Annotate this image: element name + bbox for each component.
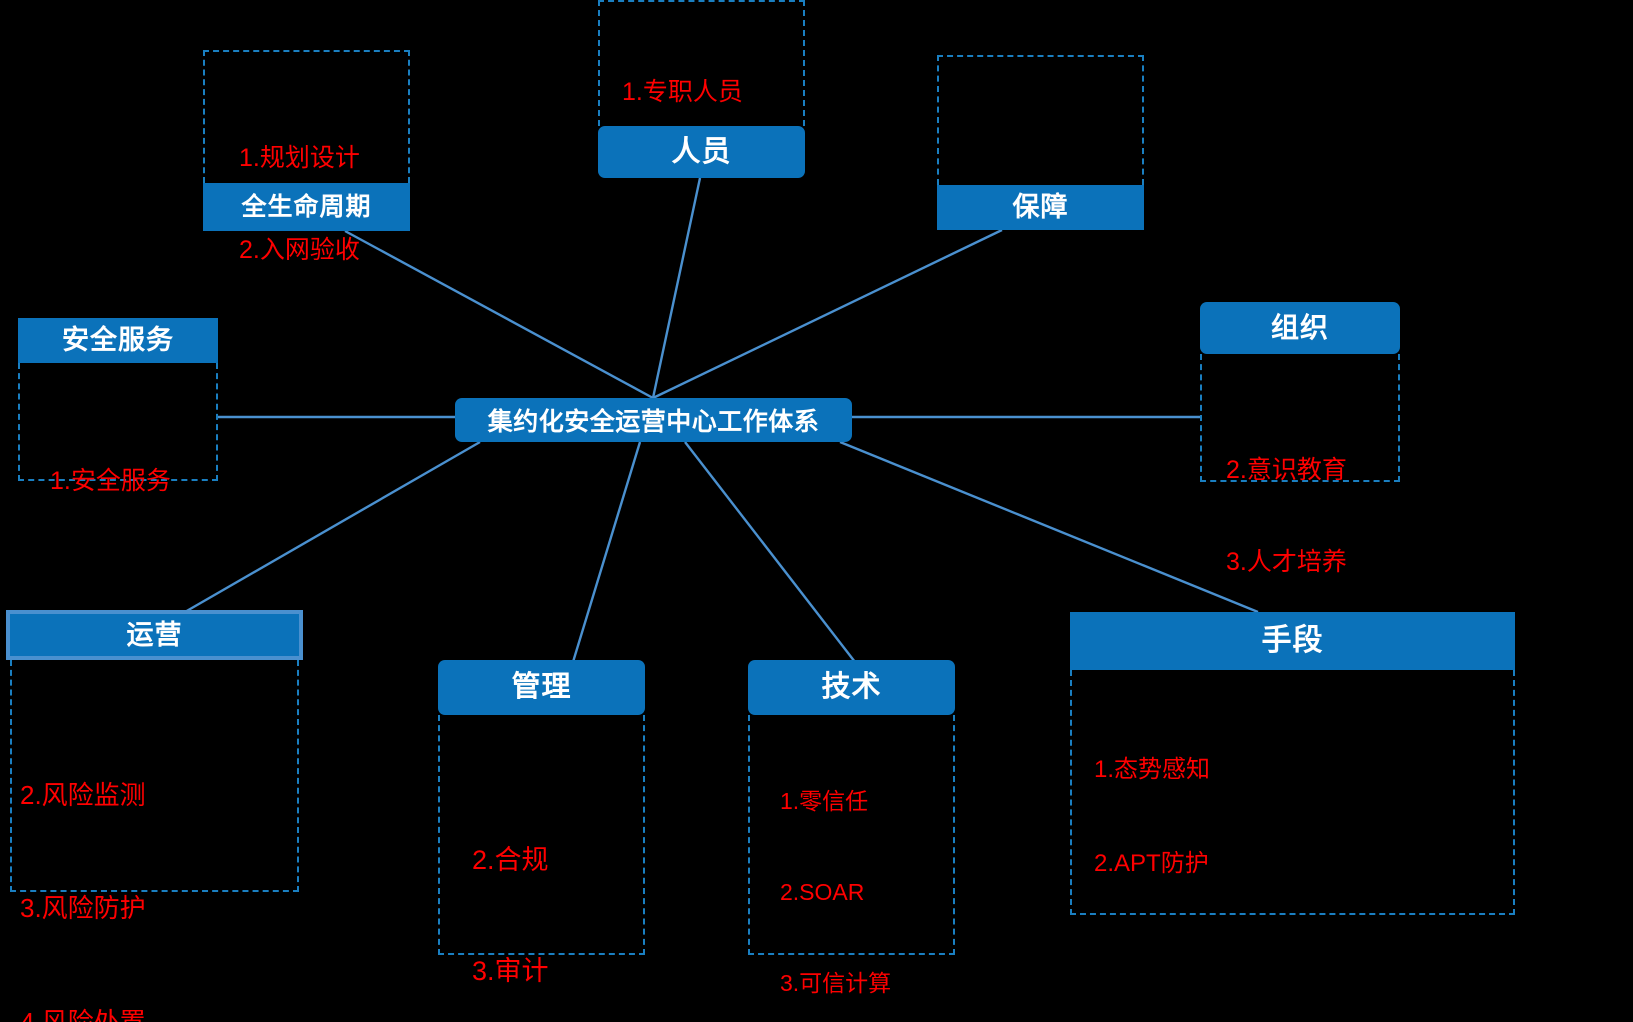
node-means-items: 1.态势感知 2.APT防护 4.数据管控 5.集中化4A — [1094, 692, 1215, 1022]
link-center-means — [839, 440, 1259, 614]
node-means-body: 1.态势感知 2.APT防护 4.数据管控 5.集中化4A — [1070, 670, 1515, 915]
list-item-blank — [1094, 942, 1215, 973]
list-item: 4.风险处置 — [20, 1006, 146, 1022]
node-lifecycle-items: 1.规划设计 2.入网验收 — [239, 82, 360, 326]
node-management-title[interactable]: 管理 — [438, 660, 645, 715]
node-support-body: 2.云化设施 — [937, 55, 1144, 219]
node-organization-body: 2.意识教育 3.人才培养 — [1200, 354, 1400, 576]
node-technology-body: 1.零信任 2.SOAR 3.可信计算 4.数据安全治理 5.区块链 6.EDR… — [748, 715, 955, 996]
node-security-service-title[interactable]: 安全服务 — [18, 318, 218, 363]
list-item: 2.入网验收 — [239, 235, 360, 264]
node-security-service-items: 1.安全服务 — [50, 405, 171, 558]
center-node[interactable]: 集约化安全运营中心工作体系 — [455, 398, 852, 442]
node-means-title[interactable]: 手段 — [1070, 612, 1515, 670]
list-item: 2.APT防护 — [1094, 849, 1209, 877]
node-security-service-body: 1.安全服务 — [18, 363, 218, 495]
node-lifecycle-title[interactable]: 全生命周期 — [203, 183, 410, 231]
list-item: 2.SOAR — [780, 878, 865, 905]
list-item: 1.专职人员 — [622, 78, 743, 106]
list-item: 3.可信计算 — [780, 969, 892, 996]
list-item: 2.意识教育 — [1226, 456, 1347, 484]
node-technology-title[interactable]: 技术 — [748, 660, 955, 715]
node-lifecycle-body: 1.规划设计 2.入网验收 — [203, 50, 410, 264]
node-management-body: 2.合规 3.审计 4.评估 — [438, 715, 645, 986]
node-operations-title[interactable]: 运营 — [6, 610, 303, 660]
node-operations-body: 2.风险监测 3.风险防护 4.风险处置 5.应急响应 6.威胁情报 12.研运… — [10, 660, 299, 1022]
node-organization-items: 2.意识教育 3.人才培养 — [1226, 394, 1347, 638]
list-item: 3.人才培养 — [1226, 547, 1347, 576]
node-personnel-body: 1.专职人员 — [598, 0, 805, 126]
list-item: 2.风险监测 — [20, 780, 146, 811]
link-center-personnel — [651, 177, 702, 399]
node-operations-items: 2.风险监测 3.风险防护 4.风险处置 5.应急响应 6.威胁情报 12.研运… — [20, 702, 315, 1022]
link-center-operations — [177, 440, 481, 618]
link-center-lifecycle — [344, 229, 654, 400]
link-center-technology — [684, 441, 856, 663]
link-center-management — [571, 441, 642, 663]
node-organization-title[interactable]: 组织 — [1200, 302, 1400, 354]
node-personnel-title[interactable]: 人员 — [598, 126, 805, 178]
list-item: 1.零信任 — [780, 787, 869, 814]
list-item: 1.态势感知 — [1094, 756, 1211, 784]
list-item: 3.审计 — [472, 956, 549, 987]
list-item: 2.合规 — [472, 844, 549, 875]
list-item: 3.风险防护 — [20, 893, 146, 924]
list-item: 1.规划设计 — [239, 144, 360, 172]
link-center-support — [652, 228, 1003, 400]
list-item: 1.安全服务 — [50, 467, 171, 495]
node-support-title[interactable]: 保障 — [937, 185, 1144, 230]
node-technology-items: 1.零信任 2.SOAR 3.可信计算 4.数据安全治理 5.区块链 6.EDR… — [780, 725, 937, 1022]
node-management-items: 2.合规 3.审计 4.评估 — [472, 767, 549, 1022]
node-personnel-items: 1.专职人员 — [622, 16, 743, 169]
